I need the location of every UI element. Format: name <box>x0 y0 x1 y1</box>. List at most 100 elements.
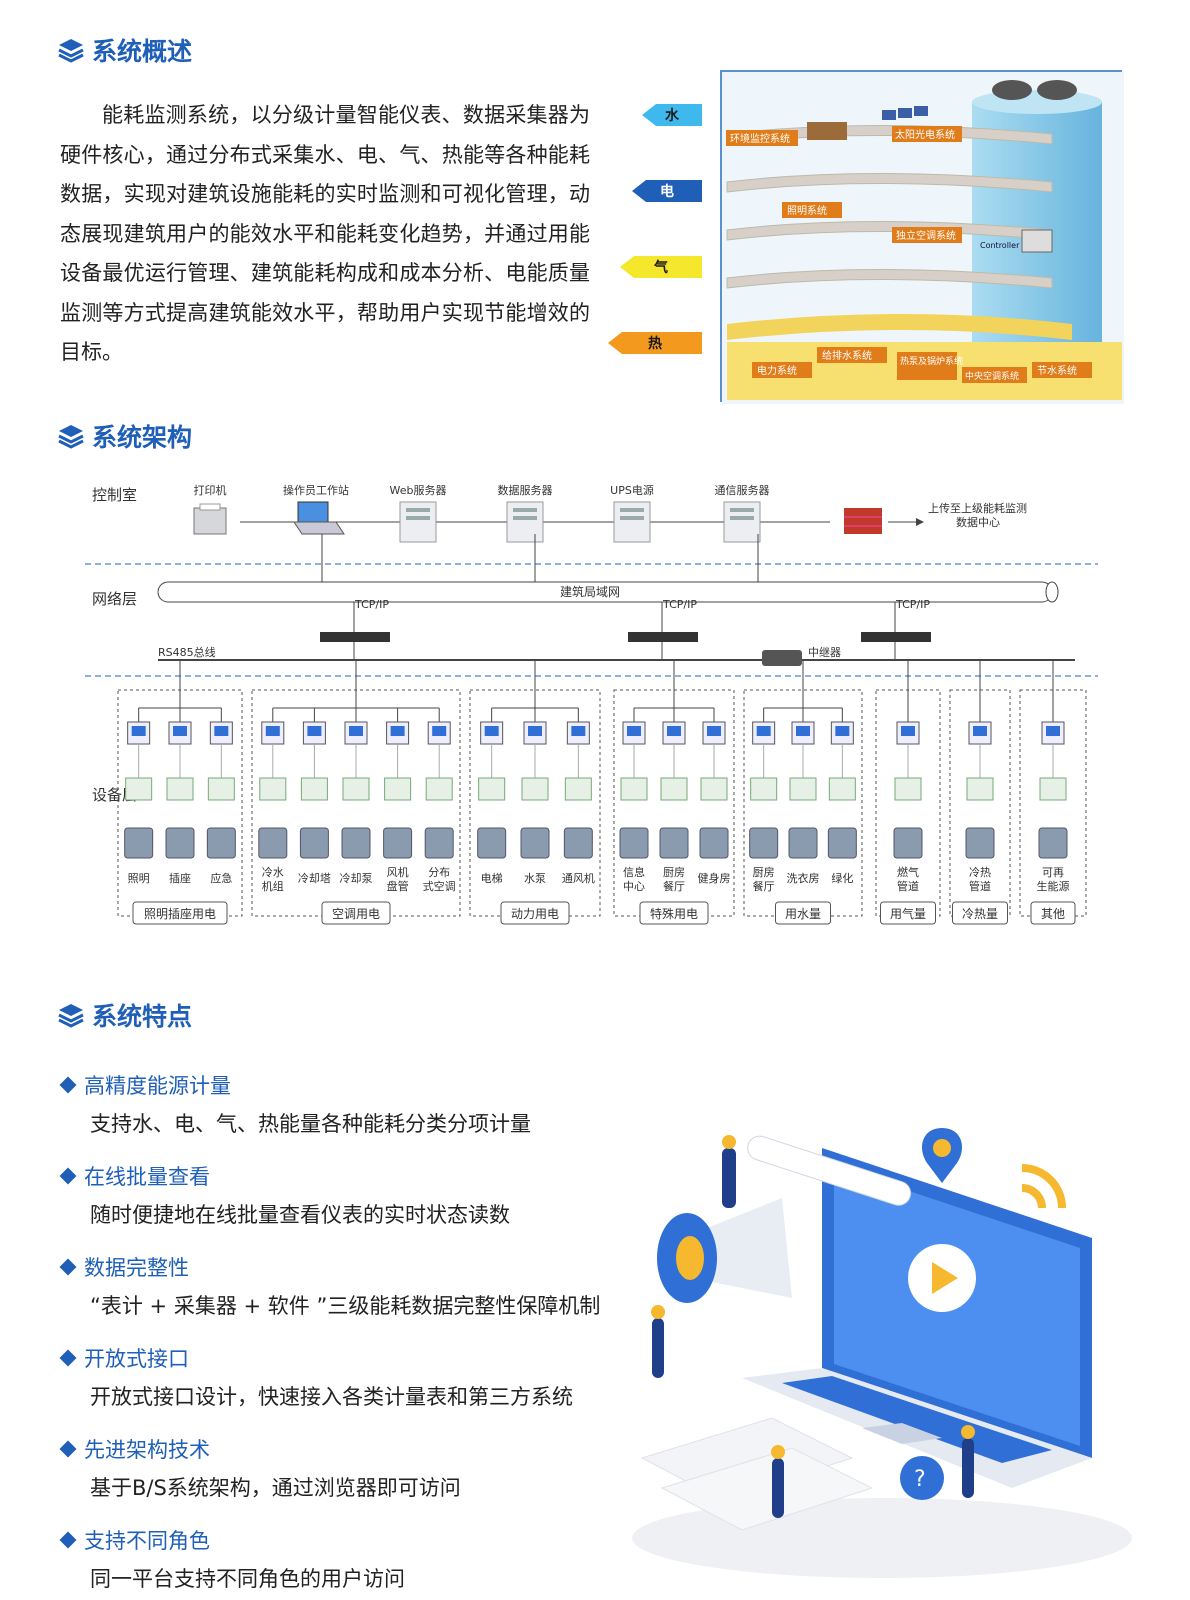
diamond-icon <box>59 1167 77 1185</box>
device-group-label: 动力用电 <box>511 907 559 921</box>
section-title-text: 系统特点 <box>92 1002 193 1031</box>
laptop-illustration: ? <box>632 1128 1132 1578</box>
device-group-label: 用气量 <box>890 906 926 921</box>
control-device-label: UPS电源 <box>610 483 654 497</box>
feature-title: 开放式接口 <box>59 1343 189 1373</box>
svg-text:照明系统: 照明系统 <box>787 204 827 217</box>
diamond-icon <box>59 1349 77 1367</box>
firewall-icon <box>844 508 882 534</box>
device-label: 管道 <box>969 879 991 893</box>
device-label: 照明 <box>128 872 150 885</box>
tcpip-label: TCP/IP <box>895 598 930 611</box>
device-label: 生能源 <box>1037 879 1070 893</box>
upload-text-1: 上传至上级能耗监测 <box>928 501 1027 515</box>
feature-desc: 随时便捷地在线批量查看仪表的实时状态读数 <box>90 1203 510 1227</box>
svg-text:环境监控系统: 环境监控系统 <box>730 132 790 145</box>
device-label: 通风机 <box>562 871 595 885</box>
layers-icon <box>58 425 84 449</box>
lan-label: 建筑局域网 <box>560 584 620 599</box>
building-svg: 环境监控系统 太阳光电系统 照明系统 独立空调系统 电力系统 给排水系统 热泵及… <box>722 72 1124 404</box>
control-device-label: 打印机 <box>194 483 227 497</box>
device-label: 洗衣房 <box>787 871 820 885</box>
diamond-icon <box>59 1440 77 1458</box>
control-device: 数据服务器 <box>498 483 553 543</box>
upload-text-2: 数据中心 <box>956 515 1000 529</box>
control-device: 打印机 <box>193 483 227 535</box>
control-device: 操作员工作站 <box>283 483 349 535</box>
svg-text:给排水系统: 给排水系统 <box>822 349 872 362</box>
arrow-water: 水 <box>642 104 702 126</box>
control-device-label: 通信服务器 <box>715 484 770 497</box>
device-label: 可再 <box>1042 866 1064 879</box>
device-label: 健身房 <box>698 871 731 885</box>
device-label: 信息 <box>623 865 645 879</box>
layer-label-control: 控制室 <box>92 486 137 504</box>
section-title-text: 系统架构 <box>92 423 193 452</box>
layer-label-network: 网络层 <box>92 590 137 608</box>
feature-desc: 开放式接口设计，快速接入各类计量表和第三方系统 <box>90 1385 573 1409</box>
feature-desc: 基于B/S系统架构，通过浏览器即可访问 <box>90 1476 461 1500</box>
control-device: UPS电源 <box>610 483 654 543</box>
device-label: 冷热 <box>969 866 991 879</box>
device-label: 机组 <box>262 879 284 893</box>
arrow-heat: 热 <box>608 332 702 354</box>
section-title-overview: 系统概述 <box>58 32 192 68</box>
device-label: 餐厅 <box>663 879 685 893</box>
section-title-architecture: 系统架构 <box>58 418 192 454</box>
feature-desc: “表计 + 采集器 + 软件 ”三级能耗数据完整性保障机制 <box>90 1294 601 1318</box>
device-group-label: 用水量 <box>785 907 821 921</box>
device-label: 厨房 <box>663 866 685 879</box>
diamond-icon <box>59 1531 77 1549</box>
device-label: 式空调 <box>423 879 456 893</box>
control-device: 通信服务器 <box>715 484 770 543</box>
feature-desc: 同一平台支持不同角色的用户访问 <box>90 1567 405 1591</box>
device-label: 中心 <box>623 880 645 893</box>
section-title-features: 系统特点 <box>58 997 192 1033</box>
svg-text:节水系统: 节水系统 <box>1037 364 1077 377</box>
device-group-label: 照明插座用电 <box>144 906 216 921</box>
device-group-label: 特殊用电 <box>650 906 698 921</box>
device-label: 风机 <box>387 865 409 879</box>
feature-title: 支持不同角色 <box>59 1525 210 1555</box>
device-label: 应急 <box>210 871 232 885</box>
svg-text:太阳光电系统: 太阳光电系统 <box>895 128 955 141</box>
feature-desc: 支持水、电、气、热能量各种能耗分类分项计量 <box>90 1112 531 1136</box>
diamond-icon <box>59 1258 77 1276</box>
device-label: 电梯 <box>481 872 503 885</box>
device-group-label: 冷热量 <box>962 907 998 921</box>
question-bubble-icon <box>900 1456 944 1500</box>
control-device: Web服务器 <box>390 484 447 543</box>
device-label: 冷水 <box>262 866 284 879</box>
network-switch: TCP/IP <box>861 598 931 660</box>
device-group: 冷水机组冷却塔冷却泵风机盘管分布式空调空调用电 <box>251 660 461 925</box>
device-label: 水泵 <box>524 872 546 885</box>
svg-text:?: ? <box>914 1467 926 1492</box>
control-device-label: Web服务器 <box>390 484 447 497</box>
tcpip-label: TCP/IP <box>354 598 389 611</box>
svg-text:中央空调系统: 中央空调系统 <box>965 370 1019 382</box>
arrow-gas: 气 <box>620 256 702 278</box>
layers-icon <box>58 39 84 63</box>
device-label: 盘管 <box>387 879 409 893</box>
device-group-label: 其他 <box>1041 907 1065 921</box>
device-label: 餐厅 <box>753 879 775 893</box>
layers-icon <box>58 1004 84 1028</box>
device-label: 管道 <box>897 879 919 893</box>
device-label: 厨房 <box>753 866 775 879</box>
network-switch: TCP/IP <box>628 598 698 660</box>
diamond-icon <box>59 1076 77 1094</box>
device-label: 插座 <box>169 871 191 885</box>
device-group: 厨房餐厅洗衣房绿化用水量 <box>743 660 863 925</box>
section-title-text: 系统概述 <box>92 37 193 66</box>
svg-text:电力系统: 电力系统 <box>757 364 797 377</box>
feature-title: 高精度能源计量 <box>59 1070 231 1100</box>
device-label: 冷却塔 <box>298 872 331 885</box>
svg-text:热泵及锅炉系统: 热泵及锅炉系统 <box>900 355 963 367</box>
rs485-label: RS485总线 <box>158 645 216 659</box>
overview-paragraph: 能耗监测系统，以分级计量智能仪表、数据采集器为硬件核心，通过分布式采集水、电、气… <box>60 103 590 364</box>
